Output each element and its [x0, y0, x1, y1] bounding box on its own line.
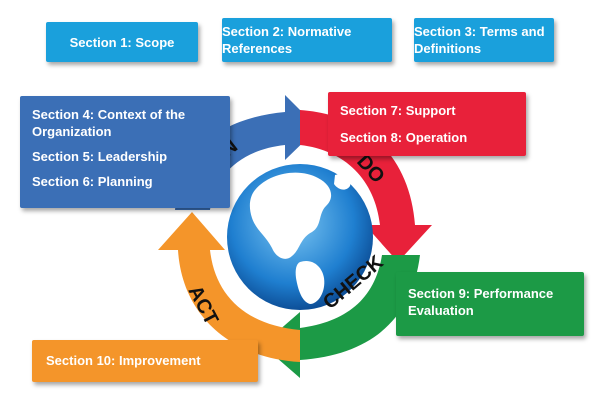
act-sections-box: Section 10: Improvement	[32, 340, 258, 382]
plan-section-item: Section 4: Context of the Organization	[32, 107, 186, 139]
section-scope-box: Section 1: Scope	[46, 22, 198, 62]
section-terms-definitions-box: Section 3: Terms and Definitions	[414, 18, 554, 62]
section-normative-references-box: Section 2: Normative References	[222, 18, 392, 62]
check-section-item: Section 9: Performance Evaluation	[408, 286, 554, 318]
do-sections-box: Section 7: Support Section 8: Operation	[328, 92, 526, 156]
globe-landmass	[249, 172, 351, 304]
check-arrow	[262, 255, 420, 378]
plan-sections-box: Section 4: Context of the Organization S…	[20, 96, 230, 208]
section-scope-label: Section 1: Scope	[69, 34, 175, 50]
do-section-item: Section 8: Operation	[340, 130, 468, 145]
section-normative-references-label: Section 2: Normative References	[222, 24, 352, 56]
act-section-item: Section 10: Improvement	[46, 353, 201, 368]
plan-section-item: Section 6: Planning	[32, 174, 153, 189]
act-arrow	[158, 212, 300, 362]
do-section-item: Section 7: Support	[340, 103, 456, 118]
section-terms-definitions-label: Section 3: Terms and Definitions	[414, 24, 545, 56]
plan-section-item: Section 5: Leadership	[32, 149, 168, 164]
check-sections-box: Section 9: Performance Evaluation	[396, 272, 584, 336]
